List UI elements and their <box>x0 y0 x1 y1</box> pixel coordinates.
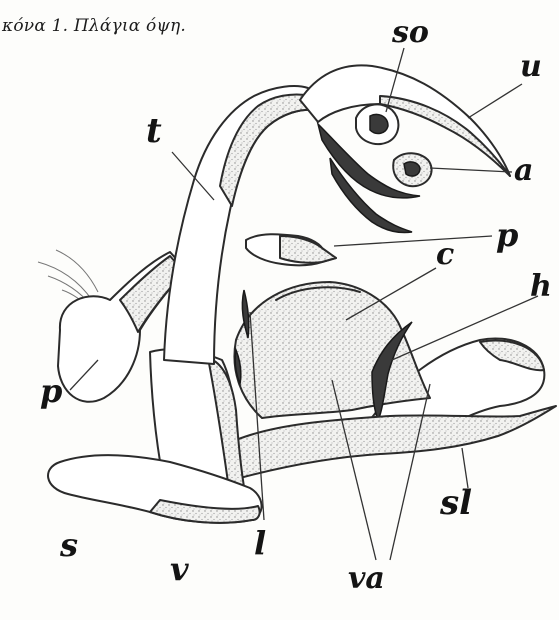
label-p-left: p <box>40 372 62 410</box>
label-h: h <box>530 269 552 304</box>
label-p-right: p <box>496 216 518 254</box>
label-c: c <box>436 237 454 272</box>
label-s: s <box>59 526 78 564</box>
label-l: l <box>254 524 266 562</box>
label-v: v <box>170 550 189 588</box>
label-sl: sl <box>439 483 472 523</box>
leader-sl <box>462 448 468 488</box>
label-so: so <box>391 15 429 50</box>
ventral-bar <box>236 406 556 478</box>
leader-p-right <box>334 236 492 246</box>
label-t: t <box>146 111 162 151</box>
leader-u <box>468 84 522 118</box>
anellus-inner <box>404 162 420 176</box>
label-u: u <box>520 49 542 84</box>
leader-a <box>430 168 512 172</box>
label-a: a <box>514 153 533 188</box>
valva-body <box>234 282 430 418</box>
right-process-shading <box>280 236 336 263</box>
label-va: va <box>348 561 385 596</box>
socius-dark-spot <box>370 114 388 133</box>
